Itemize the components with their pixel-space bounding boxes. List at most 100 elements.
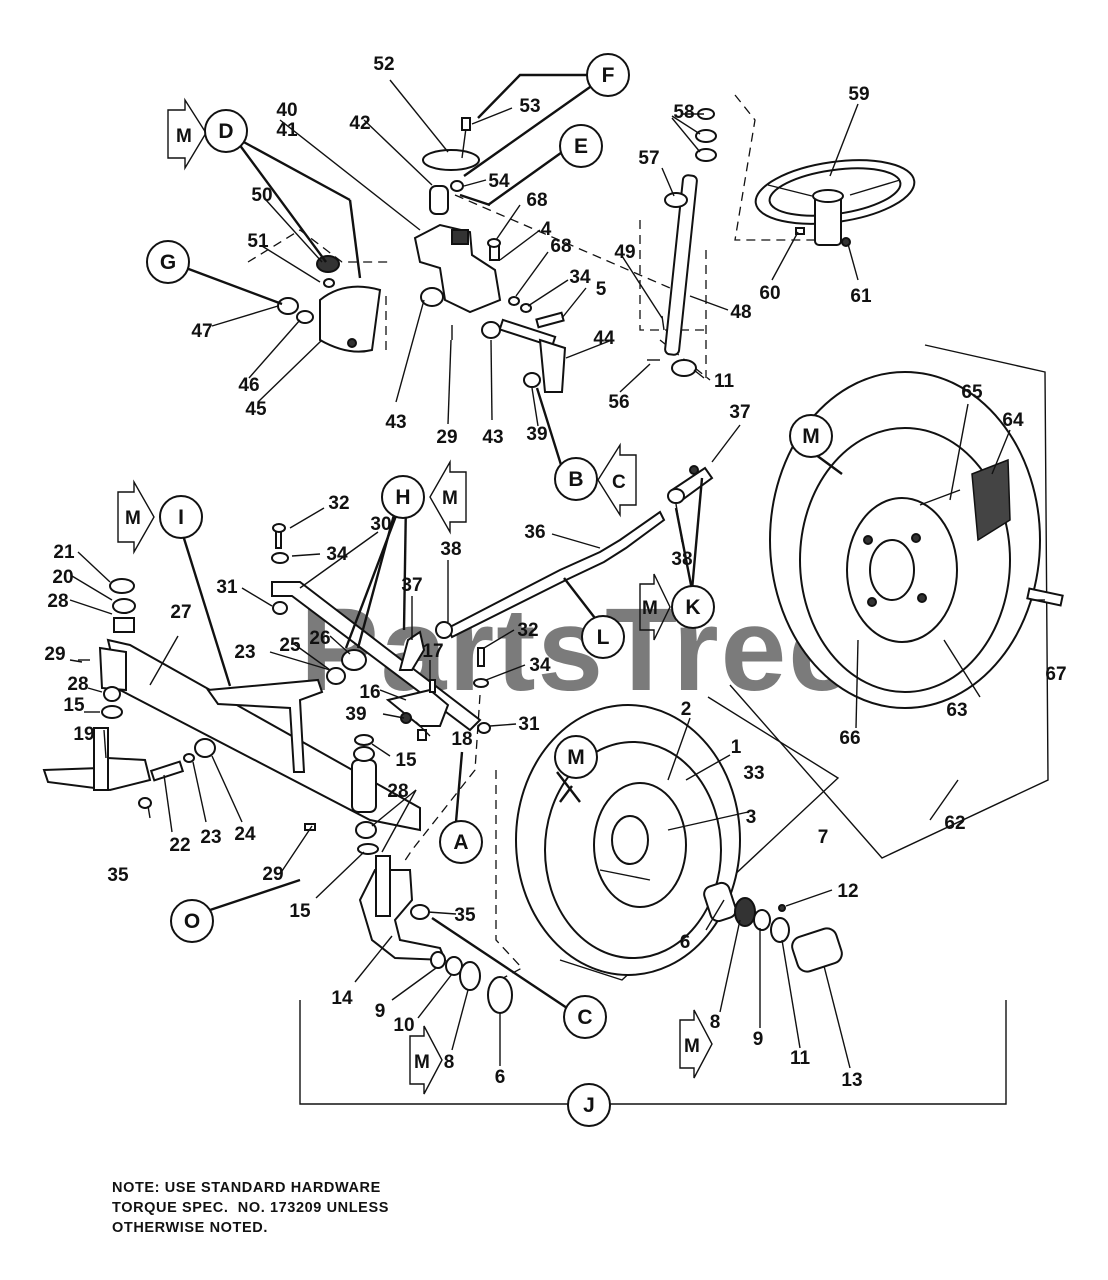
part-number: 7 xyxy=(818,827,829,848)
part-number: 15 xyxy=(395,750,417,771)
part-number: 11 xyxy=(790,1048,811,1069)
part-number: 34 xyxy=(529,655,551,676)
part-number: 22 xyxy=(169,835,190,856)
part-number: 41 xyxy=(276,120,298,141)
part-number: 68 xyxy=(526,190,547,211)
part-number: 65 xyxy=(961,382,983,403)
part-number: 53 xyxy=(519,96,540,117)
part-number: 58 xyxy=(673,102,694,123)
svg-text:M: M xyxy=(414,1052,430,1073)
svg-text:F: F xyxy=(602,64,615,87)
svg-text:M: M xyxy=(567,746,585,769)
part-number: 47 xyxy=(191,321,212,342)
part-number: 50 xyxy=(251,185,272,206)
part-number: 9 xyxy=(375,1001,386,1022)
callout-g: G xyxy=(146,240,190,284)
svg-text:A: A xyxy=(453,831,468,854)
part-number: 37 xyxy=(729,402,750,423)
part-number: 56 xyxy=(608,392,629,413)
part-number: 64 xyxy=(1002,410,1024,431)
leader-lines xyxy=(69,79,1045,1069)
callout-i: I xyxy=(159,495,203,539)
bushing-57 xyxy=(664,192,688,208)
part-number: 57 xyxy=(638,148,659,169)
svg-text:M: M xyxy=(642,598,658,619)
svg-text:M: M xyxy=(125,508,141,529)
svg-text:L: L xyxy=(597,626,610,649)
pitman-arm xyxy=(451,227,851,393)
linkage-parts xyxy=(271,465,714,741)
callout-k: K xyxy=(671,585,715,629)
callout-m-front-tire: M xyxy=(554,735,598,779)
part-number: 20 xyxy=(52,567,73,588)
svg-text:O: O xyxy=(184,910,200,933)
part-number: 6 xyxy=(495,1067,506,1088)
part-number: 28 xyxy=(67,674,88,695)
part-number: 29 xyxy=(262,864,283,885)
part-number: 38 xyxy=(440,539,461,560)
part-number: 24 xyxy=(234,824,256,845)
part-number: 26 xyxy=(309,628,330,649)
part-number: 23 xyxy=(234,642,255,663)
part-number: 68 xyxy=(550,236,571,257)
part-number: 23 xyxy=(200,827,221,848)
m-arrow-center-mid: M xyxy=(429,459,467,535)
callout-f: F xyxy=(586,53,630,97)
part-number: 52 xyxy=(373,54,394,75)
callout-o: O xyxy=(170,899,214,943)
part-number: 46 xyxy=(238,375,259,396)
m-arrow-symbols: M M M C M M M xyxy=(117,97,713,1095)
part-number: 34 xyxy=(569,267,591,288)
svg-text:G: G xyxy=(160,251,176,274)
steering-bracket xyxy=(413,223,502,314)
m-arrow-left-top: M xyxy=(167,97,207,171)
part-number: 2 xyxy=(681,699,692,720)
washer-stack xyxy=(695,108,717,162)
part-number: 59 xyxy=(848,84,869,105)
part-number: 30 xyxy=(370,514,391,535)
part-number: 62 xyxy=(944,813,965,834)
callout-d: D xyxy=(204,109,248,153)
front-axle-parts xyxy=(42,578,513,1014)
part-number: 54 xyxy=(488,171,510,192)
callout-e: E xyxy=(559,124,603,168)
upper-steering-parts xyxy=(277,108,916,393)
callout-b: B xyxy=(554,457,598,501)
m-arrow-bottom-left: M xyxy=(409,1025,443,1095)
part-number: 32 xyxy=(328,493,349,514)
part-number: 1 xyxy=(731,737,742,758)
part-number: 33 xyxy=(743,763,764,784)
svg-text:B: B xyxy=(568,468,583,491)
part-number: 44 xyxy=(593,328,615,349)
m-arrow-left-mid: M xyxy=(117,479,155,555)
part-number: 29 xyxy=(436,427,457,448)
svg-text:M: M xyxy=(442,488,458,509)
part-number: 45 xyxy=(245,399,267,420)
part-number: 6 xyxy=(680,932,691,953)
part-number: 8 xyxy=(444,1052,455,1073)
svg-text:J: J xyxy=(583,1094,595,1117)
part-number: 34 xyxy=(326,544,348,565)
callout-j: J xyxy=(567,1083,611,1127)
part-number: 48 xyxy=(730,302,751,323)
part-number: 36 xyxy=(524,522,545,543)
part-number: 25 xyxy=(279,635,301,656)
gear-cover xyxy=(277,255,382,353)
part-number: 16 xyxy=(359,682,380,703)
part-number: 31 xyxy=(518,714,540,735)
part-number: 5 xyxy=(596,279,607,300)
svg-text:E: E xyxy=(574,135,588,158)
pivot-plate xyxy=(422,117,480,215)
m-arrow-center-lower: M xyxy=(639,573,671,641)
part-number: 60 xyxy=(759,283,780,304)
part-number: 13 xyxy=(841,1070,862,1091)
part-number: 32 xyxy=(517,620,538,641)
part-number: 12 xyxy=(837,881,858,902)
note-line-3: OTHERWISE NOTED. xyxy=(112,1220,268,1236)
svg-text:C: C xyxy=(577,1006,592,1029)
hardware-torque-note: NOTE: USE STANDARD HARDWARE TORQUE SPEC.… xyxy=(112,1178,389,1238)
part-number: 18 xyxy=(451,729,472,750)
part-number: 9 xyxy=(753,1029,764,1050)
callout-a: A xyxy=(439,820,483,864)
part-number: 19 xyxy=(73,724,94,745)
